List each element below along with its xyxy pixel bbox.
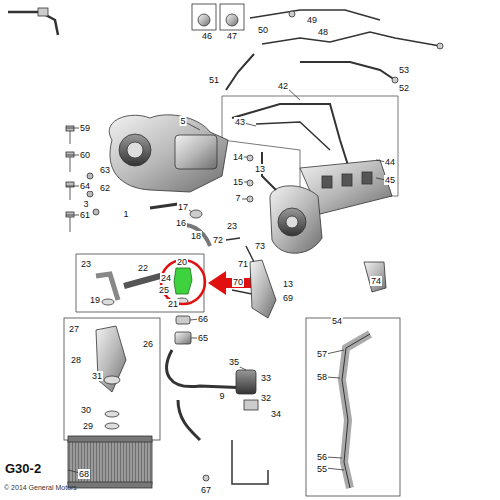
callout-number: 60 (79, 150, 91, 160)
callout-number: 70 (232, 277, 244, 287)
callout-number: 31 (91, 371, 103, 381)
callout-number: 25 (158, 285, 170, 295)
callout-number: 17 (177, 202, 189, 212)
callout-number: 14 (232, 152, 244, 162)
callout-number: 34 (270, 409, 282, 419)
callout-number: 30 (80, 405, 92, 415)
callout-number: 63 (99, 165, 111, 175)
callout-number: 43 (234, 117, 246, 127)
callout-number: 56 (316, 452, 328, 462)
callout-number: 67 (200, 485, 212, 495)
callout-number: 21 (167, 299, 179, 309)
callout-number: 59 (79, 123, 91, 133)
callout-number: 27 (68, 324, 80, 334)
callout-number: 54 (331, 316, 343, 326)
callout-number: 69 (282, 293, 294, 303)
callout-number: 47 (226, 31, 238, 41)
callout-number: 22 (137, 263, 149, 273)
callout-number: 35 (228, 357, 240, 367)
callout-number: 23 (80, 259, 92, 269)
callout-number: 73 (254, 241, 266, 251)
callout-number: 48 (317, 27, 329, 37)
callout-number: 61 (79, 210, 91, 220)
callout-number: 64 (79, 181, 91, 191)
callout-number: 51 (208, 75, 220, 85)
figure-code: G30-2 (4, 462, 42, 476)
callout-number: 62 (99, 183, 111, 193)
callout-number: 28 (70, 355, 82, 365)
callout-number: 15 (232, 177, 244, 187)
callout-number: 44 (384, 157, 396, 167)
callout-number: 19 (89, 295, 101, 305)
callout-number: 50 (257, 25, 269, 35)
callout-number: 13 (254, 164, 266, 174)
callout-number: 46 (201, 31, 213, 41)
callout-number: 66 (197, 314, 209, 324)
callout-number: 49 (306, 15, 318, 25)
callout-number: 57 (316, 349, 328, 359)
callout-number: 71 (237, 259, 249, 269)
callout-number: 45 (384, 175, 396, 185)
callout-number: 23 (226, 221, 238, 231)
callout-number: 13 (282, 279, 294, 289)
callout-number: 58 (316, 372, 328, 382)
copyright-note: © 2014 General Motors (3, 484, 78, 492)
callout-number: 18 (190, 231, 202, 241)
callout-number: 29 (82, 421, 94, 431)
callout-number: 1 (122, 209, 129, 219)
callout-number: 24 (160, 273, 172, 283)
callout-number: 55 (316, 464, 328, 474)
callout-number: 3 (82, 199, 89, 209)
callout-number: 7 (234, 193, 241, 203)
callout-number: 53 (398, 65, 410, 75)
callout-number: 20 (176, 257, 188, 267)
callout-number: 5 (179, 116, 186, 126)
callout-number: 16 (175, 218, 187, 228)
callout-number: 9 (218, 391, 225, 401)
callout-number: 72 (212, 235, 224, 245)
callout-number: 52 (398, 83, 410, 93)
callout-number: 42 (277, 81, 289, 91)
callout-number: 26 (142, 339, 154, 349)
callout-number: 74 (370, 276, 382, 286)
callout-number: 33 (260, 373, 272, 383)
callout-number: 65 (197, 333, 209, 343)
callout-number: 32 (260, 393, 272, 403)
callout-number: 68 (78, 469, 90, 479)
